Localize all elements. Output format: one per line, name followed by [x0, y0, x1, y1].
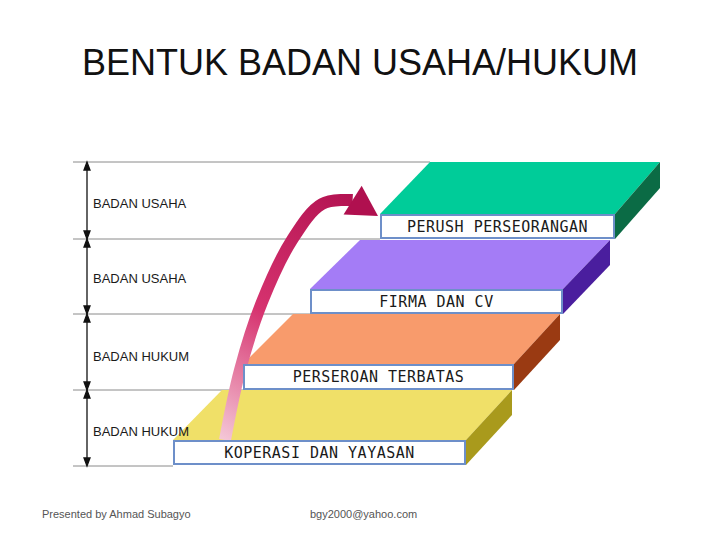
step-side [514, 314, 560, 390]
footer-author: Presented by Ahmad Subagyo [42, 508, 191, 520]
step-label: PERUSH PERSEORANGAN [407, 218, 588, 236]
step-label-box: PERUSH PERSEORANGAN [380, 214, 615, 239]
dimension-arrow [86, 166, 87, 235]
step-top [310, 240, 610, 289]
dimension-arrow [86, 243, 87, 310]
footer-email: bgy2000@yahoo.com [310, 508, 417, 520]
level-label: BADAN USAHA [93, 196, 186, 211]
level-line [73, 466, 173, 467]
step-label: FIRMA DAN CV [379, 293, 493, 311]
level-label: BADAN USAHA [93, 271, 186, 286]
step-top [380, 162, 660, 214]
level-label: BADAN HUKUM [93, 424, 189, 439]
slide-title: BENTUK BADAN USAHA/HUKUM [82, 42, 638, 84]
step-side [563, 240, 610, 314]
arrow-head [84, 162, 90, 170]
level-line [73, 162, 430, 163]
arrow-head [84, 390, 90, 398]
arrow-head [84, 458, 90, 466]
step-label-box: PERSEROAN TERBATAS [243, 364, 514, 390]
step-top [243, 314, 560, 364]
arrow-body [225, 200, 353, 440]
step-green [380, 162, 660, 239]
dimension-arrows [84, 162, 90, 466]
level-line [73, 239, 380, 240]
step-orange [243, 314, 560, 390]
arrow-head [84, 314, 90, 322]
level-line [73, 314, 310, 315]
step-label: PERSEROAN TERBATAS [293, 368, 465, 386]
dimension-arrow [86, 318, 87, 386]
level-label: BADAN HUKUM [93, 349, 189, 364]
arrow-head [84, 239, 90, 247]
step-purple [310, 240, 610, 314]
step-side [466, 390, 512, 465]
dimension-arrow [86, 394, 87, 462]
step-label: KOPERASI DAN YAYASAN [224, 444, 415, 462]
arrow-head [344, 186, 378, 216]
step-side [615, 162, 660, 239]
level-line [73, 390, 243, 391]
step-label-box: KOPERASI DAN YAYASAN [173, 440, 466, 465]
step-label-box: FIRMA DAN CV [310, 289, 563, 314]
